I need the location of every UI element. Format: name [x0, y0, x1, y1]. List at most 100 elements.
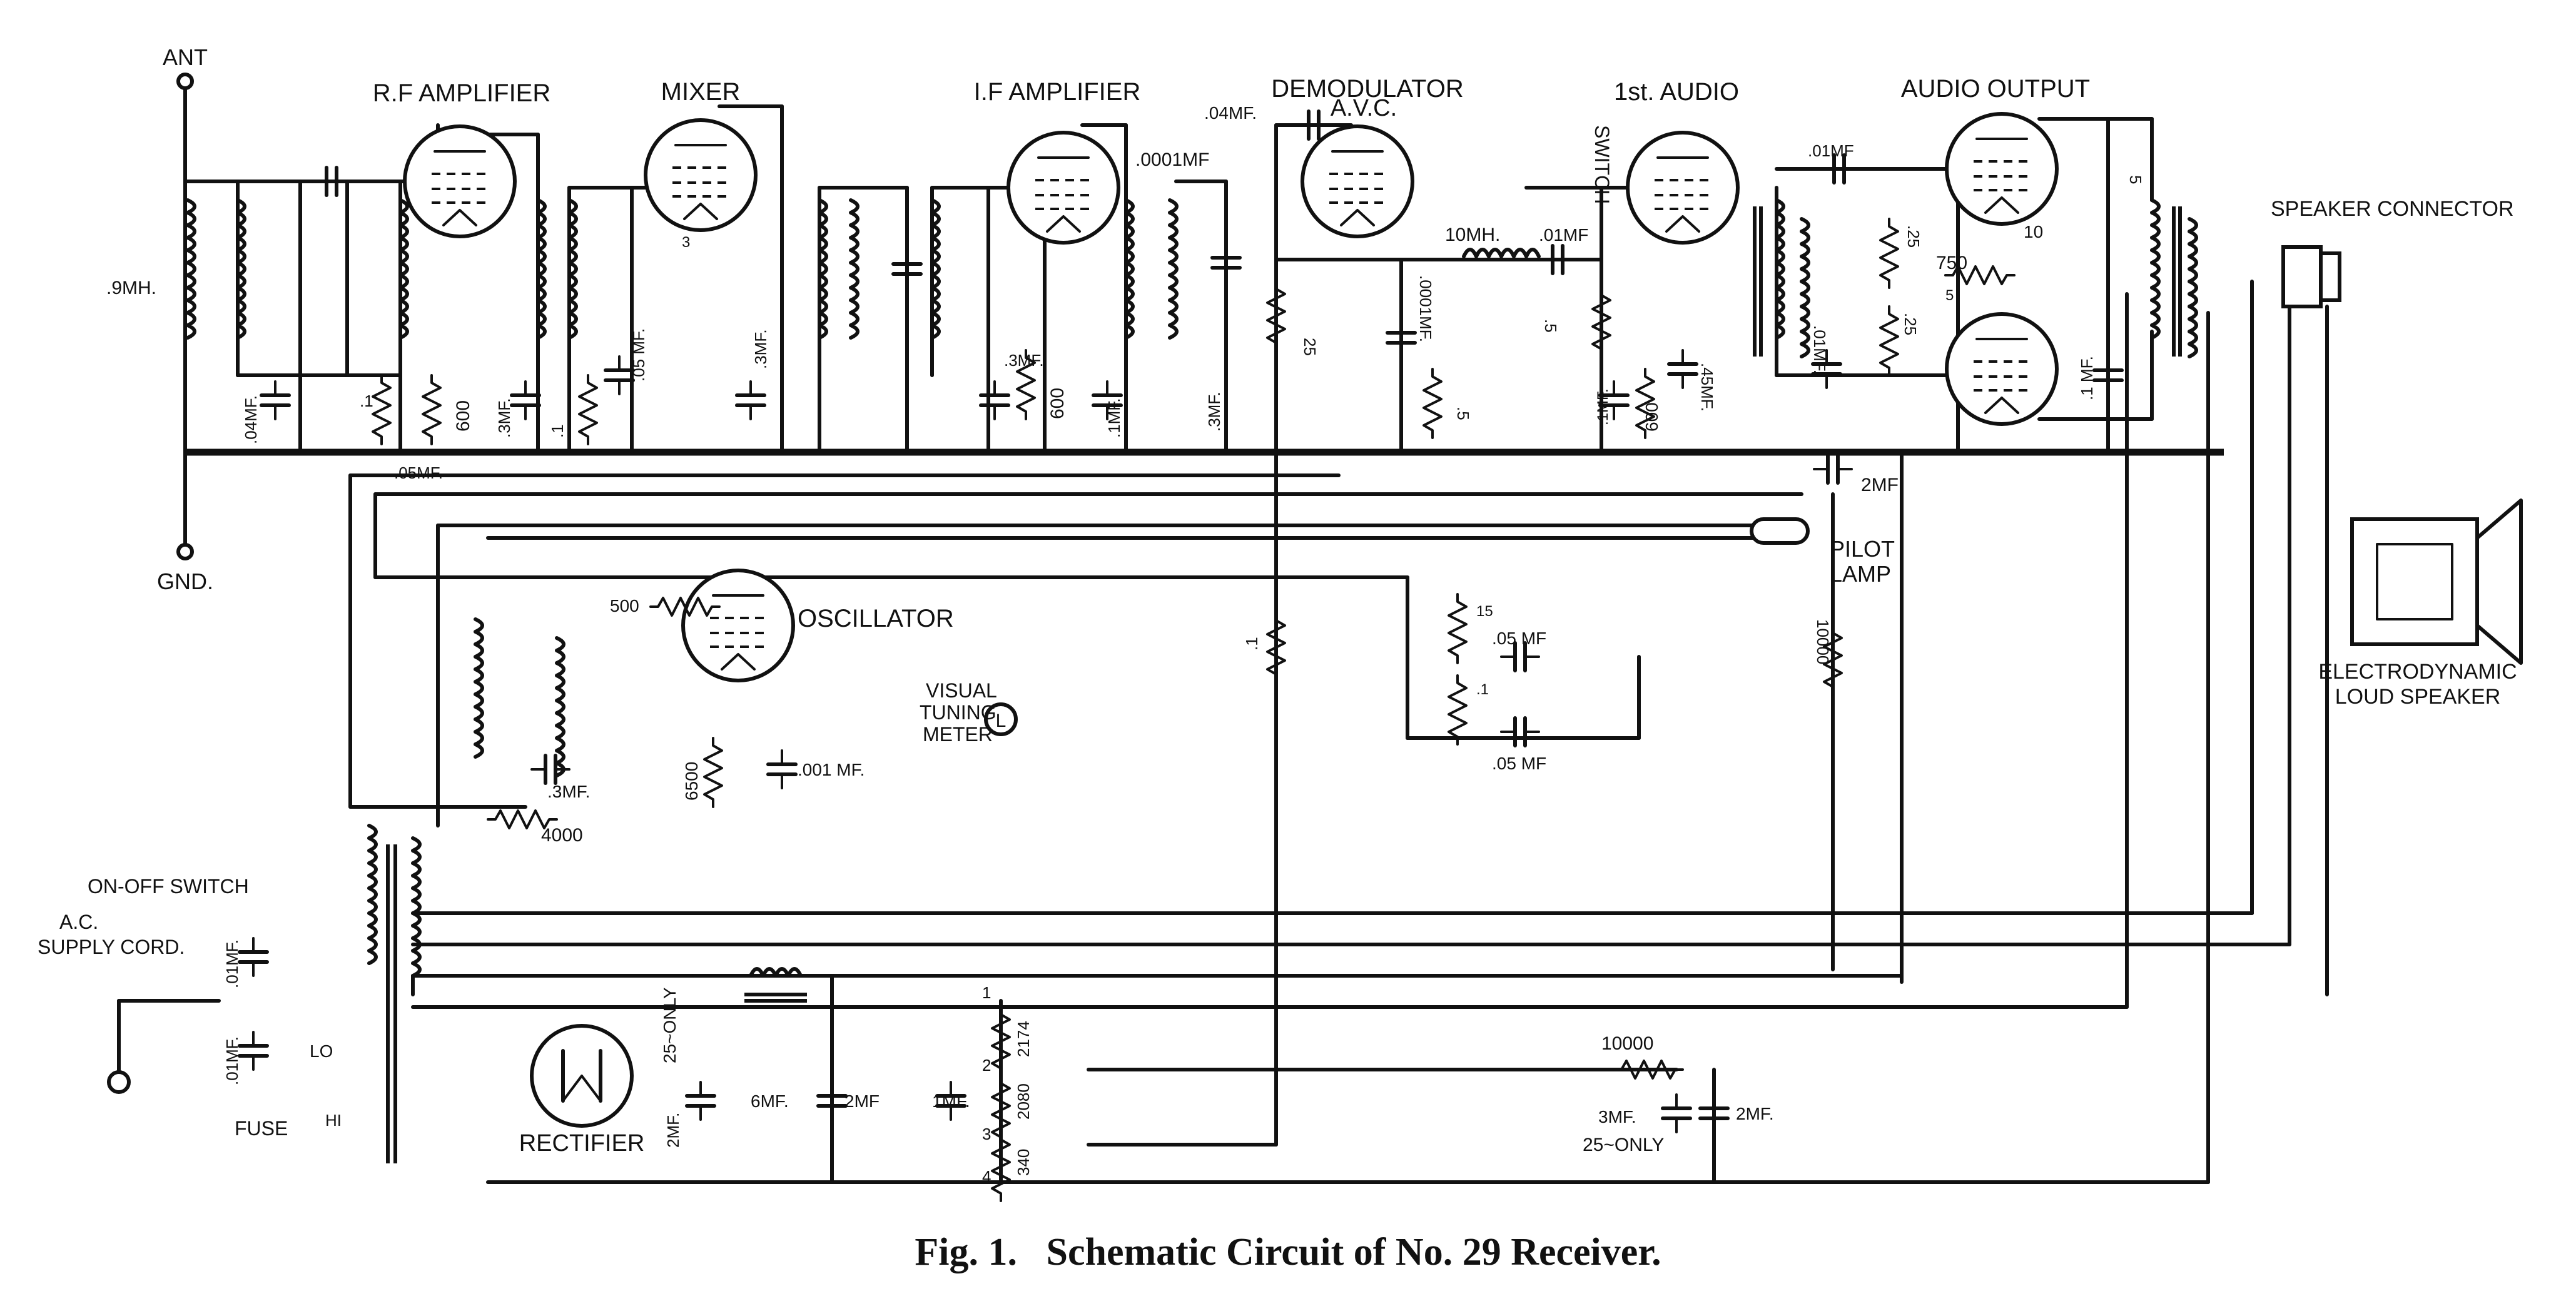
value-l10mh: 10MH. — [1445, 225, 1500, 245]
value-r6500: 6500 — [682, 762, 701, 801]
value-tap-1: 1 — [982, 983, 991, 1002]
value-r5-audio: .5 — [1541, 319, 1560, 333]
value-tap-3: 3 — [982, 1125, 991, 1143]
label-avc: A.V.C. — [1331, 95, 1397, 121]
value-r15: 15 — [1476, 603, 1493, 620]
value-c01-audio: .01MF — [1539, 225, 1588, 245]
value-tap-4: 4 — [982, 1167, 991, 1186]
value-ant-coil: .9MH. — [106, 278, 156, 298]
value-c04-demod: .04MF. — [1204, 103, 1257, 123]
value-c3-mixer: .3MF. — [751, 329, 770, 369]
value-r25: 25 — [1301, 338, 1319, 356]
value-r2080: 2080 — [1014, 1083, 1033, 1120]
value-c1mf: 1MF. — [932, 1091, 970, 1111]
value-r10000-b: 10000 — [1601, 1033, 1653, 1054]
wiring — [176, 73, 2329, 1184]
transformer-cores — [386, 206, 2182, 1163]
label-speaker-connector: SPEAKER CONNECTOR — [2271, 197, 2514, 221]
ac-plug — [107, 999, 221, 1094]
value-c01-ac1: .01MF. — [223, 939, 241, 988]
label-meter-3: METER — [923, 723, 993, 746]
value-c3-osc: .3MF. — [547, 782, 590, 801]
value-tap-2: 2 — [982, 1056, 991, 1075]
visual-tuning-meter: L — [984, 702, 1018, 736]
label-oscillator: OSCILLATOR — [798, 605, 954, 632]
label-if-amplifier: I.F AMPLIFIER — [974, 78, 1141, 106]
label-first-audio: 1st. AUDIO — [1614, 78, 1739, 106]
value-c3-if2: .3MF. — [1205, 392, 1224, 432]
choke-10mh — [1462, 248, 1541, 258]
value-c05a: .05MF. — [394, 463, 443, 482]
value-r2174: 2174 — [1014, 1021, 1033, 1057]
value-r10000-a: 10000 — [1813, 619, 1832, 664]
value-r4000: 4000 — [541, 825, 583, 846]
label-25-only-b: 25~ONLY — [1583, 1135, 1664, 1155]
value-r10: 10 — [2024, 222, 2043, 241]
label-ac-1: A.C. — [59, 911, 98, 933]
value-c05-mixer: .05 MF. — [629, 328, 648, 382]
coils — [188, 200, 2196, 978]
value-c3-if: .3MF. — [1004, 351, 1044, 370]
value-c3mf: 3MF. — [1598, 1107, 1636, 1126]
label-hi: HI — [325, 1111, 342, 1130]
tube-oscillator — [683, 570, 793, 681]
speaker-connector — [2281, 245, 2341, 308]
value-c1-out: .1 MF. — [2077, 356, 2096, 400]
value-r500: 500 — [610, 596, 639, 615]
value-r5-out: 5 — [1945, 287, 1954, 304]
tube-demodulator — [1302, 126, 1412, 236]
value-c001: .001 MF. — [798, 760, 865, 779]
value-c6mf: 6MF. — [751, 1091, 789, 1111]
label-lo: LO — [310, 1041, 333, 1061]
tube-mixer — [646, 120, 756, 230]
tube-audio-output-upper — [1947, 114, 2057, 224]
label-audio-output: AUDIO OUTPUT — [1901, 75, 2090, 103]
value-r25-out2: .25 — [1901, 313, 1920, 335]
capacitors — [240, 111, 2122, 1132]
meter-symbol: L — [996, 711, 1007, 731]
label-25-only-a: 25~ONLY — [660, 987, 679, 1063]
value-r600-if: 600 — [1047, 388, 1068, 419]
label-rf-amplifier: R.F AMPLIFIER — [373, 79, 551, 107]
value-c2mf-25: 2MF. — [664, 1113, 682, 1148]
value-c2mf-b: 2MF — [844, 1091, 880, 1111]
label-gnd: GND. — [157, 569, 213, 594]
value-r600-rf: 600 — [453, 400, 474, 432]
value-c45: .45MF. — [1698, 363, 1716, 412]
label-meter-2: TUNING — [920, 701, 996, 724]
label-meter-1: VISUAL — [926, 679, 997, 702]
label-mixer: MIXER — [661, 78, 741, 106]
tube-rectifier — [530, 1024, 634, 1128]
tube-audio-output-lower — [1947, 314, 2057, 424]
value-r340: 340 — [1014, 1149, 1033, 1176]
value-c01-out2: .01MF. — [1810, 325, 1829, 374]
value-c05c: .05 MF — [1492, 754, 1546, 773]
value-c05b: .05 MF — [1492, 629, 1546, 648]
value-c2mf: 2MF — [1861, 475, 1899, 495]
label-loudspeaker-1: ELECTRODYNAMIC — [2318, 660, 2517, 684]
value-c1-audio: .1MF. — [1595, 388, 1611, 425]
component-values: .9MH. .04MF. .1 .05MF. 600 .3MF. .1 .05 … — [106, 103, 2145, 1186]
label-fuse: FUSE — [235, 1117, 288, 1140]
value-r-mixer-1: .1 — [548, 424, 567, 438]
label-switch: SWITCH — [1591, 125, 1613, 204]
filter-choke — [749, 967, 803, 978]
value-r1-meter: .1 — [1242, 637, 1261, 650]
tube-rf-amplifier — [405, 126, 515, 236]
value-c01-ac2: .01MF. — [223, 1036, 241, 1085]
value-r3w: 3 — [682, 234, 690, 251]
label-demodulator: DEMODULATOR — [1271, 75, 1463, 103]
value-r600-audio: 600 — [1642, 402, 1661, 432]
figure-caption: Fig. 1. Schematic Circuit of No. 29 Rece… — [915, 1231, 1661, 1273]
pilot-lamp — [1750, 517, 1810, 545]
electrodynamic-loudspeaker — [2350, 499, 2523, 665]
value-c0001b: .0001MF. — [1416, 275, 1435, 342]
value-r5-demod: .5 — [1454, 407, 1473, 420]
value-r25-out: .25 — [1904, 225, 1923, 248]
value-r5-out2: 5 — [2126, 175, 2145, 184]
label-on-off-switch: ON-OFF SWITCH — [88, 875, 249, 898]
value-c0001: .0001MF — [1135, 149, 1209, 170]
label-rectifier: RECTIFIER — [519, 1130, 645, 1157]
tube-if-amplifier — [1008, 133, 1118, 243]
tube-first-audio — [1628, 133, 1738, 243]
